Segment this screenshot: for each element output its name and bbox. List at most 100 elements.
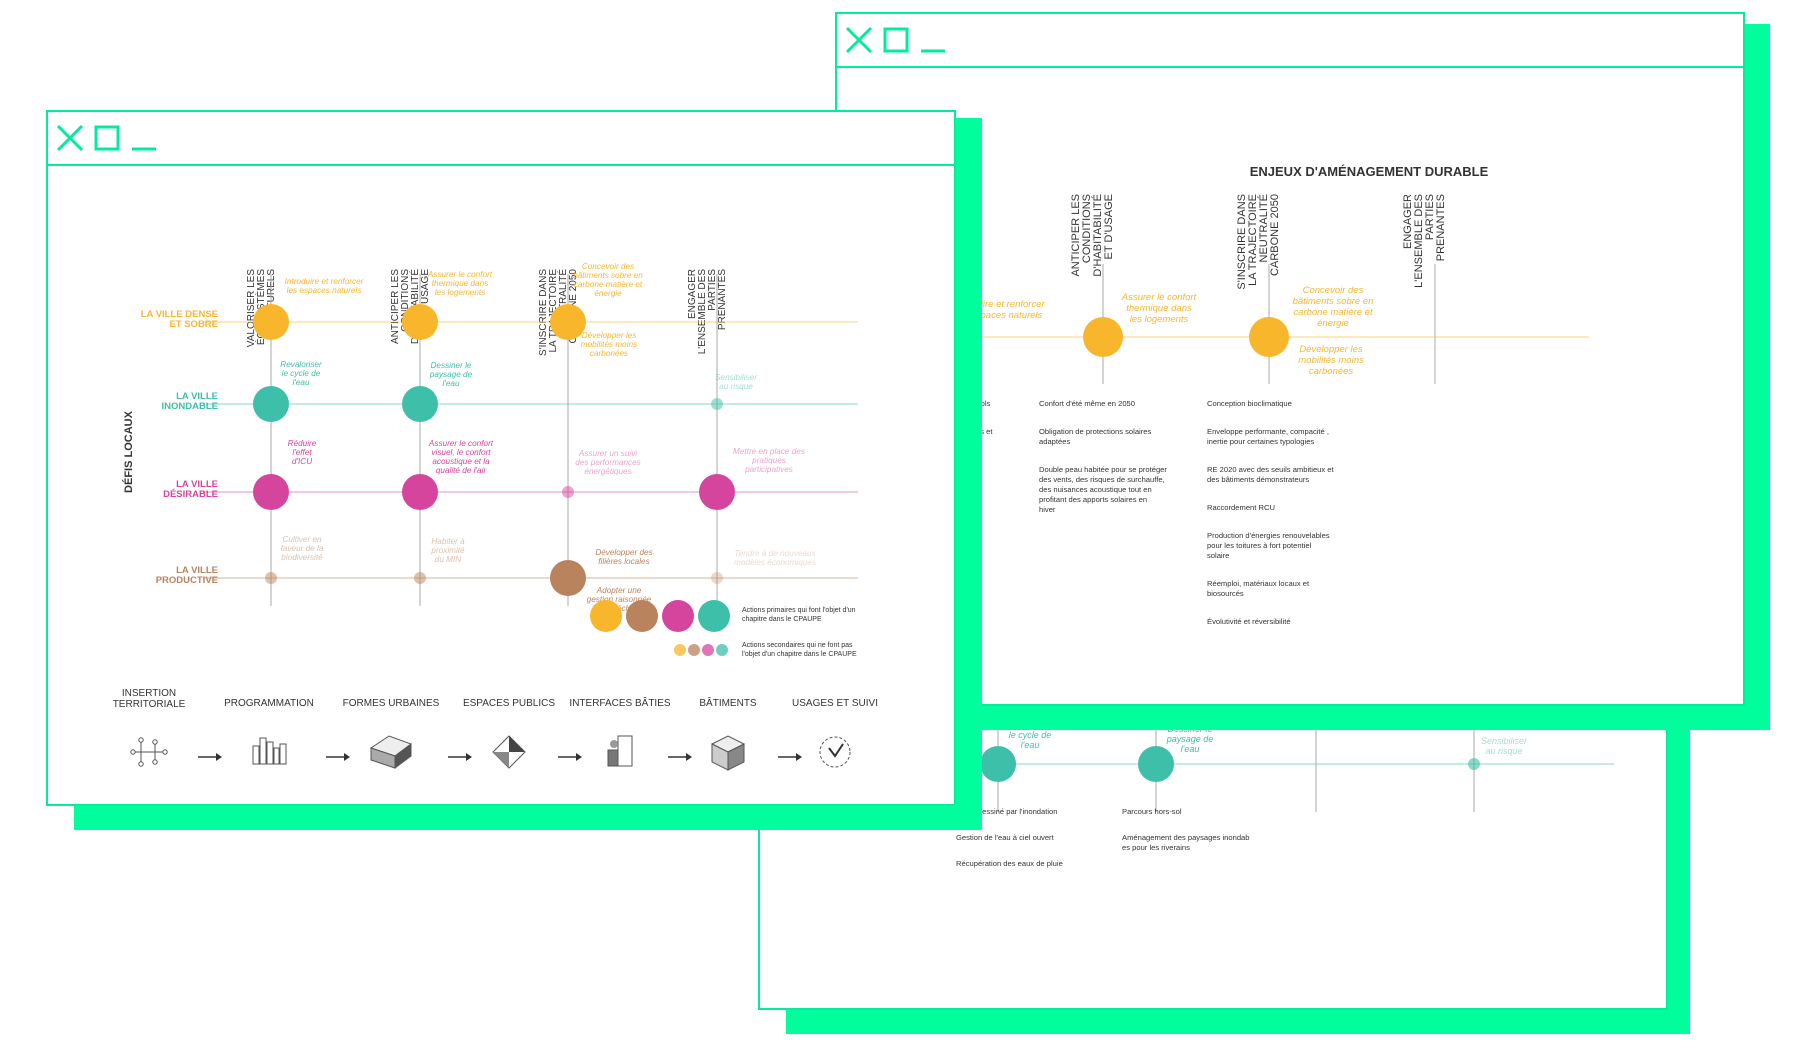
text-line: PRENANTES bbox=[1435, 194, 1447, 261]
column-heading: ENGAGERL'ENSEMBLE DESPARTIESPRENANTES bbox=[1402, 194, 1447, 288]
text-line: ENGAGER bbox=[687, 269, 698, 319]
text-line: énergie bbox=[1317, 318, 1349, 329]
node-dot bbox=[130, 749, 136, 755]
text-line: des bâtiments démonstrateurs bbox=[1207, 475, 1309, 484]
text-line: LA TRAJECTOIRE bbox=[548, 269, 559, 353]
text-line: LA VILLE DENSE bbox=[141, 309, 218, 320]
process-step-label: FORMES URBAINES bbox=[343, 698, 440, 709]
close-icon[interactable] bbox=[56, 124, 84, 152]
text-line: le cycle de bbox=[282, 369, 321, 378]
text-line: Introduire et renforcer bbox=[285, 277, 364, 286]
window-controls bbox=[56, 124, 156, 152]
text-line: les logements bbox=[1130, 314, 1189, 325]
text-line: énergie bbox=[594, 289, 622, 298]
text-line: acoustique et la bbox=[432, 457, 490, 466]
node-dot bbox=[152, 739, 158, 745]
defis-label: DÉFIS LOCAUX bbox=[122, 410, 135, 493]
text-line: Concevoir des bbox=[582, 262, 634, 271]
circle bbox=[819, 736, 851, 768]
window-right-titlebar bbox=[837, 14, 1743, 68]
process-step-label: INTERFACES BÂTIES bbox=[569, 696, 670, 709]
text-line: chapitre dans le CPAUPE bbox=[742, 616, 822, 623]
text-line: L'ENSEMBLE DES bbox=[697, 269, 708, 355]
text-line: Introduire et renforcer bbox=[953, 299, 1045, 310]
text-line: Actions primaires qui font l'objet d'un bbox=[742, 607, 856, 614]
action-node bbox=[699, 474, 735, 510]
text-line: Assurer le confort bbox=[427, 270, 493, 279]
node-dot bbox=[162, 749, 168, 755]
text-line: Réduire bbox=[288, 439, 317, 448]
text-line: profitant des apports solaires en bbox=[1039, 495, 1147, 504]
maximize-icon[interactable] bbox=[94, 125, 120, 151]
node-dot bbox=[138, 737, 144, 743]
text-line: l'objet d'un chapitre dans le CPAUPE bbox=[742, 651, 857, 658]
maximize-icon[interactable] bbox=[883, 27, 909, 53]
window-left-titlebar bbox=[48, 112, 954, 166]
text-line: CONDITIONS bbox=[1081, 194, 1093, 263]
node-dot bbox=[138, 761, 144, 767]
text-line: INONDABLE bbox=[162, 401, 218, 412]
text-line: ANTICIPER LES bbox=[1070, 194, 1082, 277]
text-line: LA VILLE bbox=[176, 565, 218, 576]
building-shape bbox=[279, 743, 287, 765]
text-line: thermique dans bbox=[1126, 303, 1192, 314]
text-line: pour les toitures à fort potentiel bbox=[1207, 541, 1312, 550]
cube-icon bbox=[710, 735, 746, 771]
action-node bbox=[550, 560, 586, 596]
text-line: paysage de bbox=[1166, 734, 1214, 744]
building-shape bbox=[252, 745, 260, 765]
text-line: Production d'énergies renouvelables bbox=[1207, 531, 1330, 540]
text-line: INSERTION bbox=[122, 688, 176, 699]
text-line: Réemploi, matériaux locaux et bbox=[1207, 579, 1310, 588]
polygon bbox=[727, 743, 745, 771]
action-node bbox=[1138, 746, 1174, 782]
text-line: ET D'USAGE bbox=[420, 269, 431, 329]
process-step-label: USAGES ET SUIVI bbox=[792, 698, 878, 709]
text-line: bâtiments sobre en bbox=[1293, 296, 1374, 307]
legend-secondary-node bbox=[674, 644, 686, 656]
text-line: ENGAGER bbox=[1402, 194, 1414, 249]
text-line: l'eau bbox=[292, 378, 309, 387]
text-line: D'HABITABILITÉ bbox=[1091, 194, 1104, 277]
legend-primary-node bbox=[626, 600, 658, 632]
text-line: les logements bbox=[435, 288, 486, 297]
process-step-label: BÂTIMENTS bbox=[699, 696, 757, 709]
text-line: PARTIES bbox=[707, 269, 718, 311]
arrow-head bbox=[796, 753, 802, 761]
column-heading: ENGAGERL'ENSEMBLE DESPARTIESPRENANTES bbox=[687, 269, 728, 355]
text-line: Adopter une bbox=[596, 586, 642, 595]
text-line: PARTIES bbox=[1424, 194, 1436, 240]
left-diagram: VALORISER LESÉCOSYSTÈMESNATURELSANTICIPE… bbox=[113, 262, 878, 771]
text-line: USAGES ET SUIVI bbox=[792, 698, 878, 709]
building-shape bbox=[273, 747, 280, 765]
text-line: es pour les riverains bbox=[1122, 843, 1190, 852]
text-line: thermique dans bbox=[432, 279, 488, 288]
column-heading: S'INSCRIRE DANSLA TRAJECTOIRENEUTRALITÉC… bbox=[1236, 194, 1281, 290]
text-line: des vents, des risques de surchauffe, bbox=[1039, 475, 1165, 484]
text-line: mobilités moins bbox=[581, 340, 637, 349]
action-node bbox=[980, 746, 1016, 782]
action-item: Enveloppe performante, compacité ,inerti… bbox=[1207, 427, 1329, 446]
window-right-frame: ENJEUX D'AMÉNAGEMENT DURABLEVALORISER LE… bbox=[835, 12, 1745, 706]
text-line: LA VILLE bbox=[176, 391, 218, 402]
text-line: Confort d'été même en 2050 bbox=[1039, 399, 1135, 408]
close-icon[interactable] bbox=[845, 26, 873, 54]
text-line: Habiter à bbox=[431, 537, 465, 546]
legend-primary-label: Actions primaires qui font l'objet d'un c… bbox=[742, 607, 856, 623]
text-line: mobilités moins bbox=[1298, 355, 1364, 366]
facade-icon bbox=[607, 735, 633, 767]
arrow-head bbox=[466, 753, 472, 761]
text-line: CARBONE 2050 bbox=[1269, 194, 1281, 276]
text-line: Actions secondaires qui ne font pas bbox=[742, 642, 853, 649]
text-line: adaptées bbox=[1039, 437, 1070, 446]
